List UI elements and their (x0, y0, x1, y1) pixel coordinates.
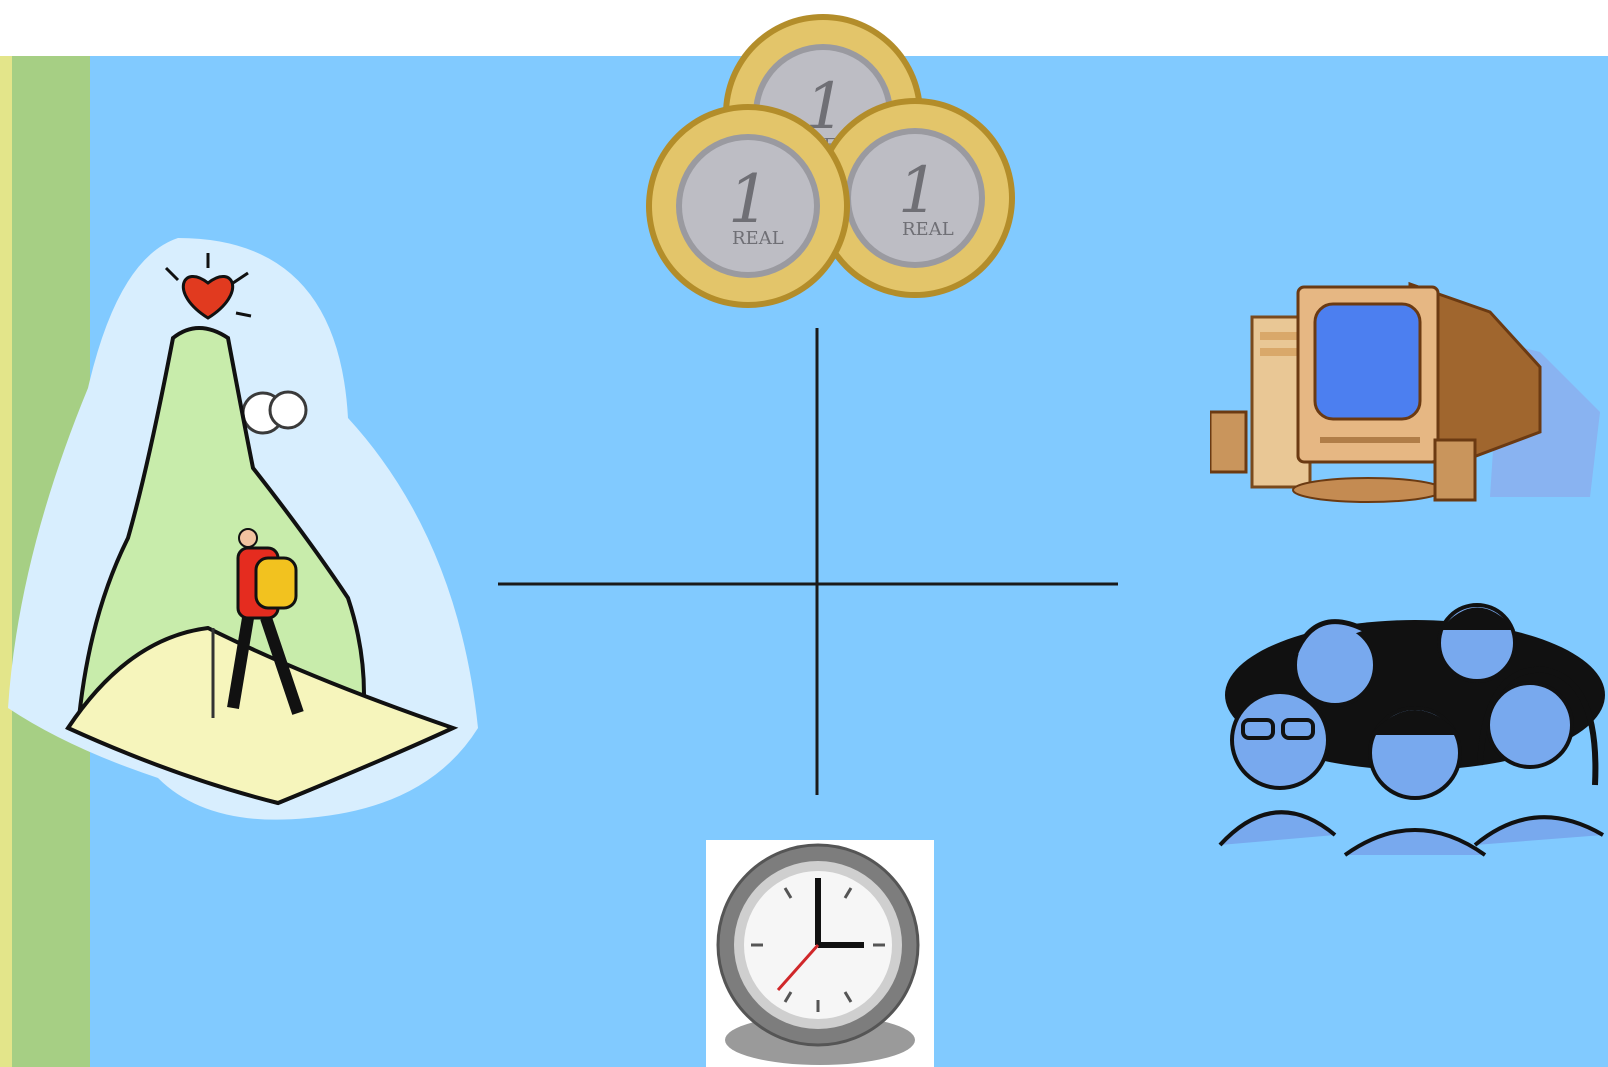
clock-icon (706, 840, 934, 1067)
cloud (243, 392, 306, 433)
coins-icon: 1 REAL 1 REAL 1 REAL (640, 8, 1030, 318)
monitor-stand (1293, 478, 1443, 502)
coin-currency: REAL (902, 219, 954, 240)
person-top-center (1295, 622, 1375, 705)
coin-denomination: 1 (728, 161, 770, 238)
monitor-screen (1315, 304, 1420, 419)
coin-currency: REAL (732, 228, 784, 249)
person-top-right (1439, 605, 1515, 681)
coin-denomination: 1 (898, 154, 939, 228)
speaker-left (1210, 412, 1246, 472)
computer-icon (1210, 272, 1605, 517)
speaker-right (1435, 440, 1475, 500)
hiker-mountain-heart-icon (8, 238, 493, 833)
person-left-glasses (1220, 692, 1335, 845)
coin-front: 1 REAL (646, 104, 850, 308)
people-group-icon (1215, 585, 1608, 865)
